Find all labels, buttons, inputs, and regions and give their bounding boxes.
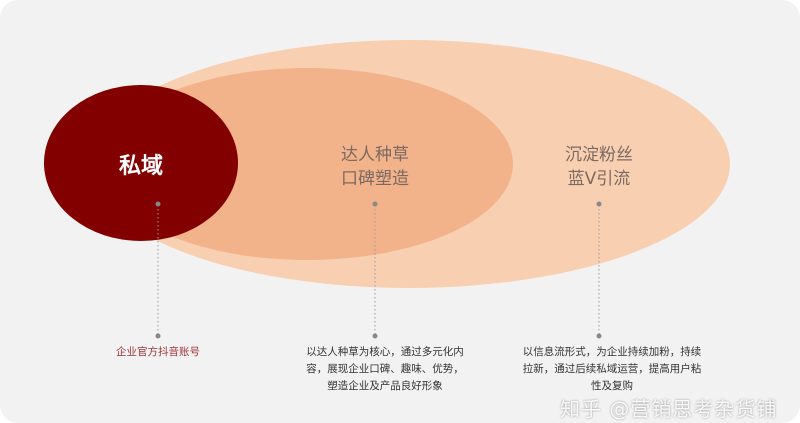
caption-line: 以达人种草为核心，通过多元化内 xyxy=(306,346,464,358)
outer-title-line2: 蓝V引流 xyxy=(567,169,631,189)
middle-title-line1: 达人种草 xyxy=(341,145,409,165)
dot-core-top xyxy=(155,201,161,207)
dot-outer-bottom xyxy=(596,333,602,339)
dot-outer-top xyxy=(596,201,602,207)
core-circle xyxy=(44,85,238,241)
middle-title: 达人种草 口碑塑造 xyxy=(341,143,409,191)
watermark: 知乎 @营销思考杂货铺 xyxy=(560,397,778,421)
caption-line: 性及复购 xyxy=(591,380,633,392)
caption-line: 容，展现企业口碑、趣味、优势， xyxy=(306,363,464,375)
outer-title: 沉淀粉丝 蓝V引流 xyxy=(565,143,633,191)
core-title: 私域 xyxy=(118,154,164,179)
outer-caption: 以信息流形式，为企业持续加粉，持续 拉新，通过后续私域运营，提高用户粘 性及复购 xyxy=(523,344,702,395)
outer-title-line1: 沉淀粉丝 xyxy=(565,145,633,165)
core-caption: 企业官方抖音账号 xyxy=(116,346,200,358)
dot-middle-top xyxy=(372,201,378,207)
middle-title-line2: 口碑塑造 xyxy=(341,169,409,189)
caption-line: 塑造企业及产品良好形象 xyxy=(327,380,443,392)
caption-line: 以信息流形式，为企业持续加粉，持续 xyxy=(522,346,702,358)
dot-core-bottom xyxy=(155,333,161,339)
dot-middle-bottom xyxy=(372,333,378,339)
middle-caption: 以达人种草为核心，通过多元化内 容，展现企业口碑、趣味、优势， 塑造企业及产品良… xyxy=(306,344,464,395)
caption-line: 拉新，通过后续私域运营，提高用户粘 xyxy=(522,363,702,375)
